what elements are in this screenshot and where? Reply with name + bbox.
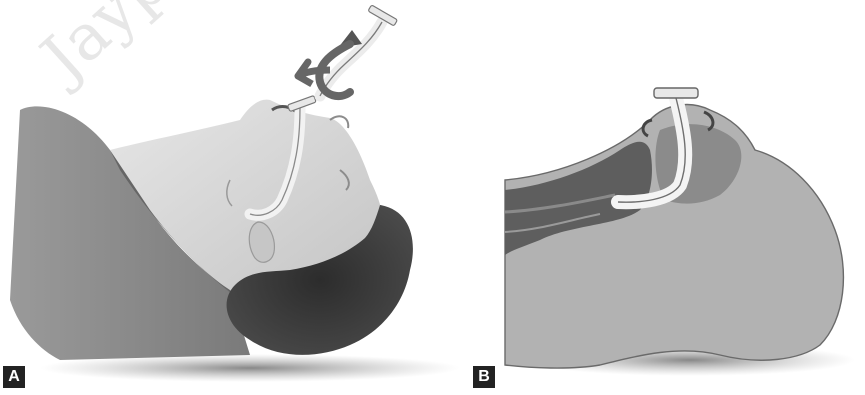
panel-label-b: B <box>473 366 495 388</box>
panel-label-a: A <box>3 366 25 388</box>
panel-a <box>10 5 460 382</box>
airway-flange-b <box>654 88 698 98</box>
panel-b <box>505 88 855 376</box>
